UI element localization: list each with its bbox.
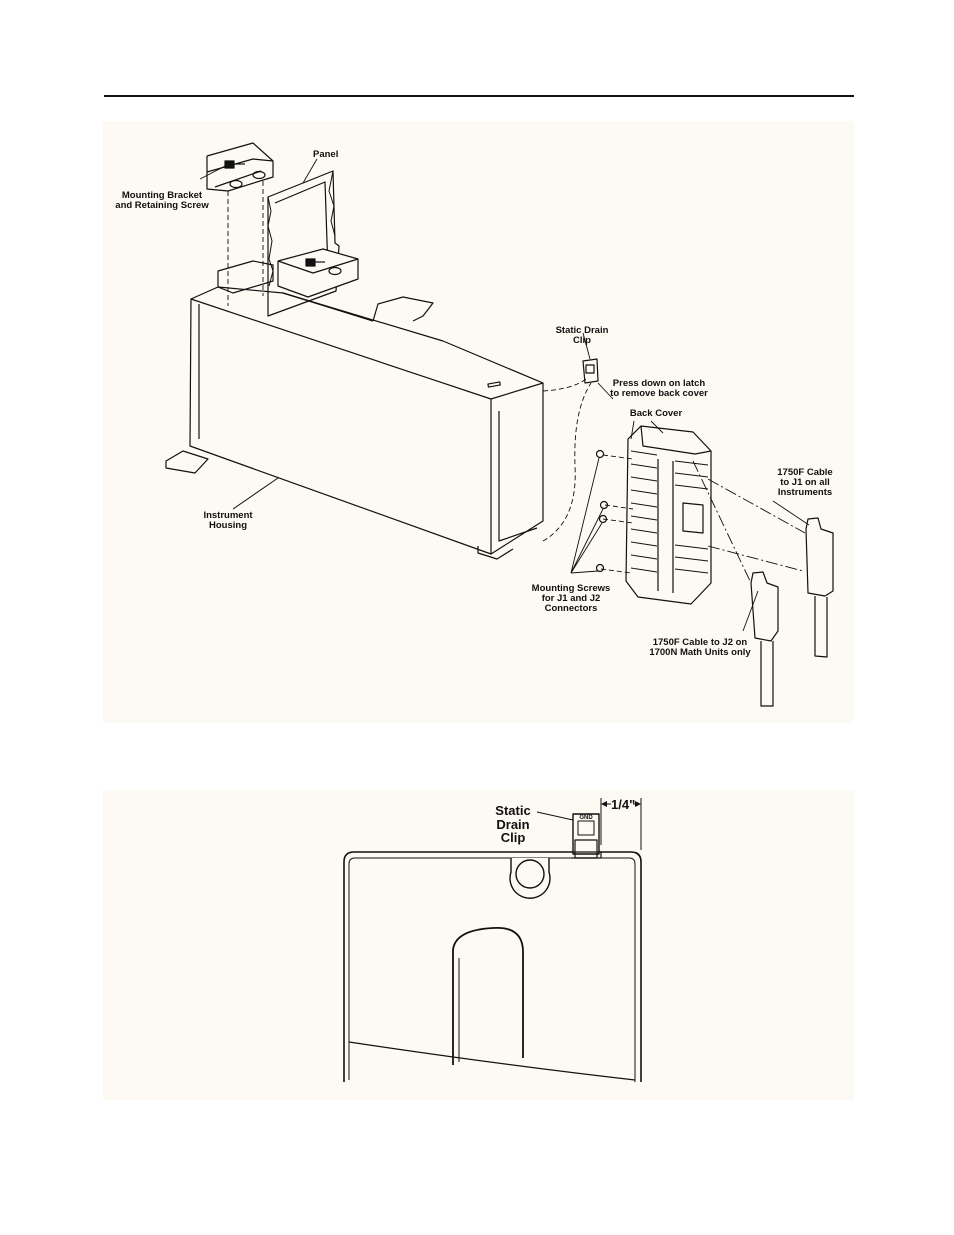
dimension-label: 1/4": [611, 797, 636, 812]
gnd-label: GND: [579, 815, 593, 821]
cable-j1-label: 1750F Cable to J1 on all Instruments: [777, 467, 833, 498]
housing-end-outline: [343, 851, 642, 1082]
press-down-latch-label: Press down on latch to remove back cover: [610, 378, 708, 399]
mounting-screw-icon: [595, 449, 609, 573]
mounting-screws-label: Mounting Screws for J1 and J2 Connectors: [531, 583, 611, 614]
instrument-housing: [165, 286, 544, 560]
arched-opening: [452, 927, 524, 1065]
exploded-view-drawing: [165, 142, 834, 707]
top-rule: [104, 95, 854, 97]
clip-detail-drawing: [343, 798, 642, 1082]
back-cover: [625, 425, 712, 605]
cable-j2-connector: [750, 571, 779, 707]
static-drain-clip-label: Static Drain Clip: [555, 325, 609, 346]
static-drain-clip-label: Static Drain Clip: [495, 803, 531, 846]
mounting-bracket: [206, 142, 274, 192]
back-cover-label: Back Cover: [629, 408, 683, 419]
static-drain-clip-icon: [571, 813, 602, 859]
panel-label: Panel: [313, 149, 339, 160]
cable-j1-connector: [805, 517, 834, 658]
housing-bracket: [277, 248, 359, 298]
static-drain-clip-detail-figure: Static Drain Clip GND 1/4": [103, 790, 854, 1100]
retaining-screw-icon: [224, 160, 245, 169]
retaining-screw-icon: [305, 258, 325, 267]
mounting-bracket-label: Mounting Bracket and Retaining Screw: [115, 190, 209, 211]
exploded-view-figure: Panel Mounting Bracket and Retaining Scr…: [103, 121, 854, 723]
cable-j2-label: 1750F Cable to J2 on 1700N Math Units on…: [649, 637, 751, 658]
instrument-housing-label: Instrument Housing: [203, 510, 253, 531]
static-drain-clip-icon: [582, 358, 599, 384]
